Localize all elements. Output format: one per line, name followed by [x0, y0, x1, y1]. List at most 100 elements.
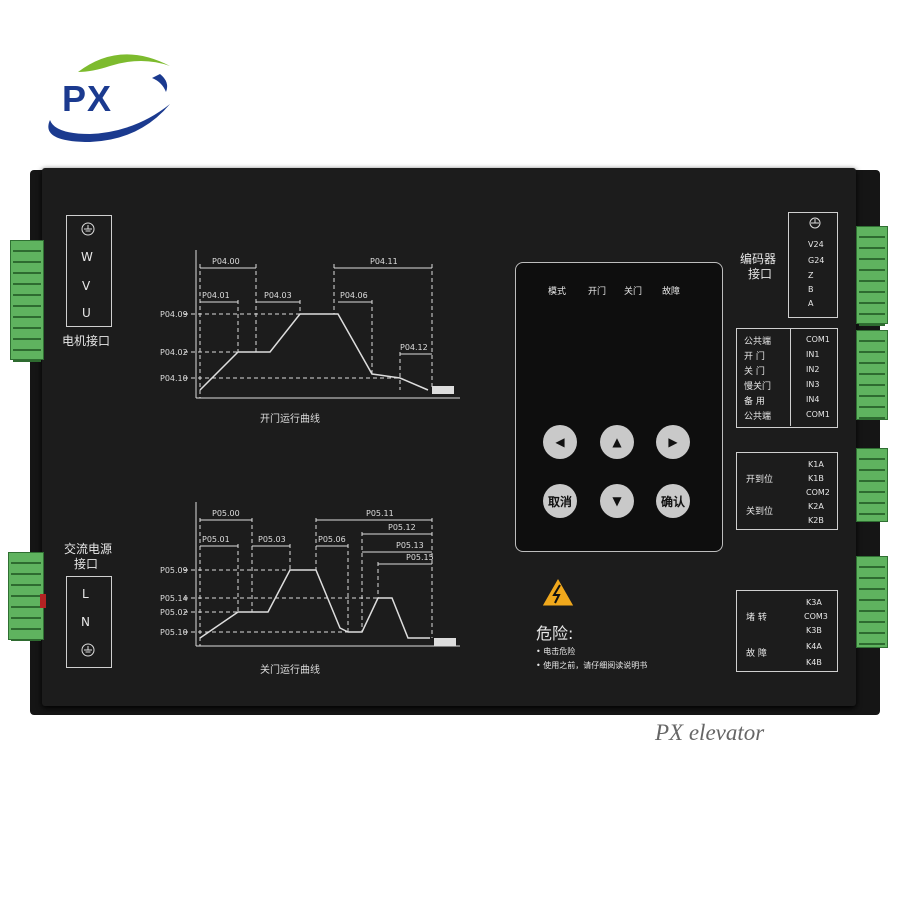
param-p05-12: P05.12 — [388, 523, 416, 532]
position-pin-com2: COM2 — [806, 488, 830, 497]
motor-port-title: 电机接口 — [62, 334, 111, 348]
left-arrow-icon: ◀ — [555, 435, 565, 449]
confirm-key[interactable]: 确认 — [656, 484, 690, 518]
close-curve-caption: 关门运行曲线 — [260, 663, 320, 676]
motor-port-panel — [66, 215, 112, 327]
encoder-port-panel — [788, 212, 838, 318]
param-p05-00: P05.00 — [212, 509, 240, 518]
ground-icon — [809, 217, 821, 229]
position-pin-k1a: K1A — [808, 460, 824, 469]
param-p05-02: P05.02 — [160, 608, 188, 617]
px-logo — [48, 54, 170, 142]
position-label-open: 开到位 — [746, 475, 774, 485]
param-p04-12: P04.12 — [400, 343, 428, 352]
position-label-close: 关到位 — [746, 507, 774, 517]
logo-text: PX — [62, 78, 113, 119]
param-p04-09: P04.09 — [160, 310, 188, 319]
input-pin-in2: IN2 — [806, 365, 820, 374]
high-voltage-warning-icon — [541, 576, 575, 607]
motor-pin-u: U — [82, 306, 91, 320]
position-terminal-block — [856, 448, 888, 522]
input-label-com-2: 公共端 — [744, 412, 772, 422]
encoder-pin-z: Z — [808, 271, 814, 280]
position-pin-k2a: K2A — [808, 502, 824, 511]
param-p05-03: P05.03 — [258, 535, 286, 544]
warning-line-1: • 电击危险 — [536, 647, 576, 656]
up-key[interactable]: ▲ — [600, 425, 634, 459]
input-label-close: 关 门 — [744, 367, 765, 377]
power-port-panel — [66, 576, 112, 668]
down-arrow-icon: ▼ — [612, 494, 622, 508]
fault-pin-k3a: K3A — [806, 598, 822, 607]
divider — [790, 328, 791, 426]
encoder-pin-a: A — [808, 299, 814, 308]
param-p04-11: P04.11 — [370, 257, 398, 266]
open-door-curve-diagram: P04.00 P04.01 P04.03 P04.11 P04.06 P04.1… — [160, 250, 460, 425]
position-port-panel — [736, 452, 838, 530]
power-port-title-2: 接口 — [74, 557, 99, 571]
led-fault-label: 故障 — [662, 287, 681, 297]
power-pin-n: N — [81, 615, 90, 629]
param-p05-13: P05.13 — [396, 541, 424, 550]
param-p04-02: P04.02 — [160, 348, 188, 357]
motor-pin-w: W — [81, 250, 93, 264]
encoder-pin-b: B — [808, 285, 814, 294]
motor-terminal-block — [10, 240, 44, 362]
encoder-port-title-2: 接口 — [748, 267, 773, 281]
left-key[interactable]: ◀ — [543, 425, 577, 459]
right-key[interactable]: ▶ — [656, 425, 690, 459]
param-p05-14: P05.14 — [160, 594, 188, 603]
param-p05-01: P05.01 — [202, 535, 230, 544]
power-pin-l: L — [82, 587, 89, 601]
param-p05-15: P05.15 — [406, 553, 434, 562]
encoder-pin-g24: G24 — [808, 256, 825, 265]
param-p05-09: P05.09 — [160, 566, 188, 575]
fault-pin-k4a: K4A — [806, 642, 822, 651]
open-curve-caption: 开门运行曲线 — [260, 412, 320, 425]
param-p04-06: P04.06 — [340, 291, 368, 300]
cancel-key[interactable]: 取消 — [543, 484, 577, 518]
fault-pin-k3b: K3B — [806, 626, 822, 635]
warning-line-2: • 使用之前，请仔细阅读说明书 — [536, 661, 648, 670]
param-p04-00: P04.00 — [212, 257, 240, 266]
param-p04-10: P04.10 — [160, 374, 188, 383]
ground-icon — [81, 643, 95, 657]
fault-label-stall: 堵 转 — [746, 613, 767, 623]
encoder-pin-v24: V24 — [808, 240, 824, 249]
fault-pin-k4b: K4B — [806, 658, 822, 667]
param-p05-11: P05.11 — [366, 509, 394, 518]
ground-icon — [81, 222, 95, 236]
up-arrow-icon: ▲ — [612, 435, 622, 449]
input-terminal-block — [856, 330, 888, 420]
input-pin-in4: IN4 — [806, 395, 820, 404]
down-key[interactable]: ▼ — [600, 484, 634, 518]
position-pin-k1b: K1B — [808, 474, 824, 483]
warning-title: 危险: — [536, 624, 574, 643]
led-close-label: 关门 — [624, 287, 643, 297]
right-arrow-icon: ▶ — [668, 435, 678, 449]
encoder-terminal-block — [856, 226, 888, 326]
close-door-curve-diagram: P05.00 P05.01 P05.03 P05.11 P05.06 P05.1… — [160, 502, 460, 676]
input-label-com: 公共端 — [744, 337, 772, 347]
param-p04-01: P04.01 — [202, 291, 230, 300]
input-label-slow-close: 慢关门 — [744, 382, 772, 392]
watermark-text: PX elevator — [655, 720, 765, 745]
motor-pin-v: V — [82, 279, 91, 293]
encoder-port-title-1: 编码器 — [740, 252, 777, 266]
power-terminal-block — [8, 552, 44, 641]
input-pin-com1-2: COM1 — [806, 410, 830, 419]
input-pin-com1: COM1 — [806, 335, 830, 344]
param-p05-06: P05.06 — [318, 535, 346, 544]
led-open-label: 开门 — [588, 287, 607, 297]
fault-label-fault: 故 障 — [746, 649, 767, 659]
input-pin-in3: IN3 — [806, 380, 820, 389]
input-label-open: 开 门 — [744, 352, 765, 362]
input-port-panel — [736, 328, 838, 428]
input-label-spare: 备 用 — [744, 397, 765, 407]
position-pin-k2b: K2B — [808, 516, 824, 525]
param-p05-10: P05.10 — [160, 628, 188, 637]
input-pin-in1: IN1 — [806, 350, 820, 359]
param-p04-03: P04.03 — [264, 291, 292, 300]
fault-terminal-block — [856, 556, 888, 648]
power-port-title-1: 交流电源 — [64, 542, 113, 556]
